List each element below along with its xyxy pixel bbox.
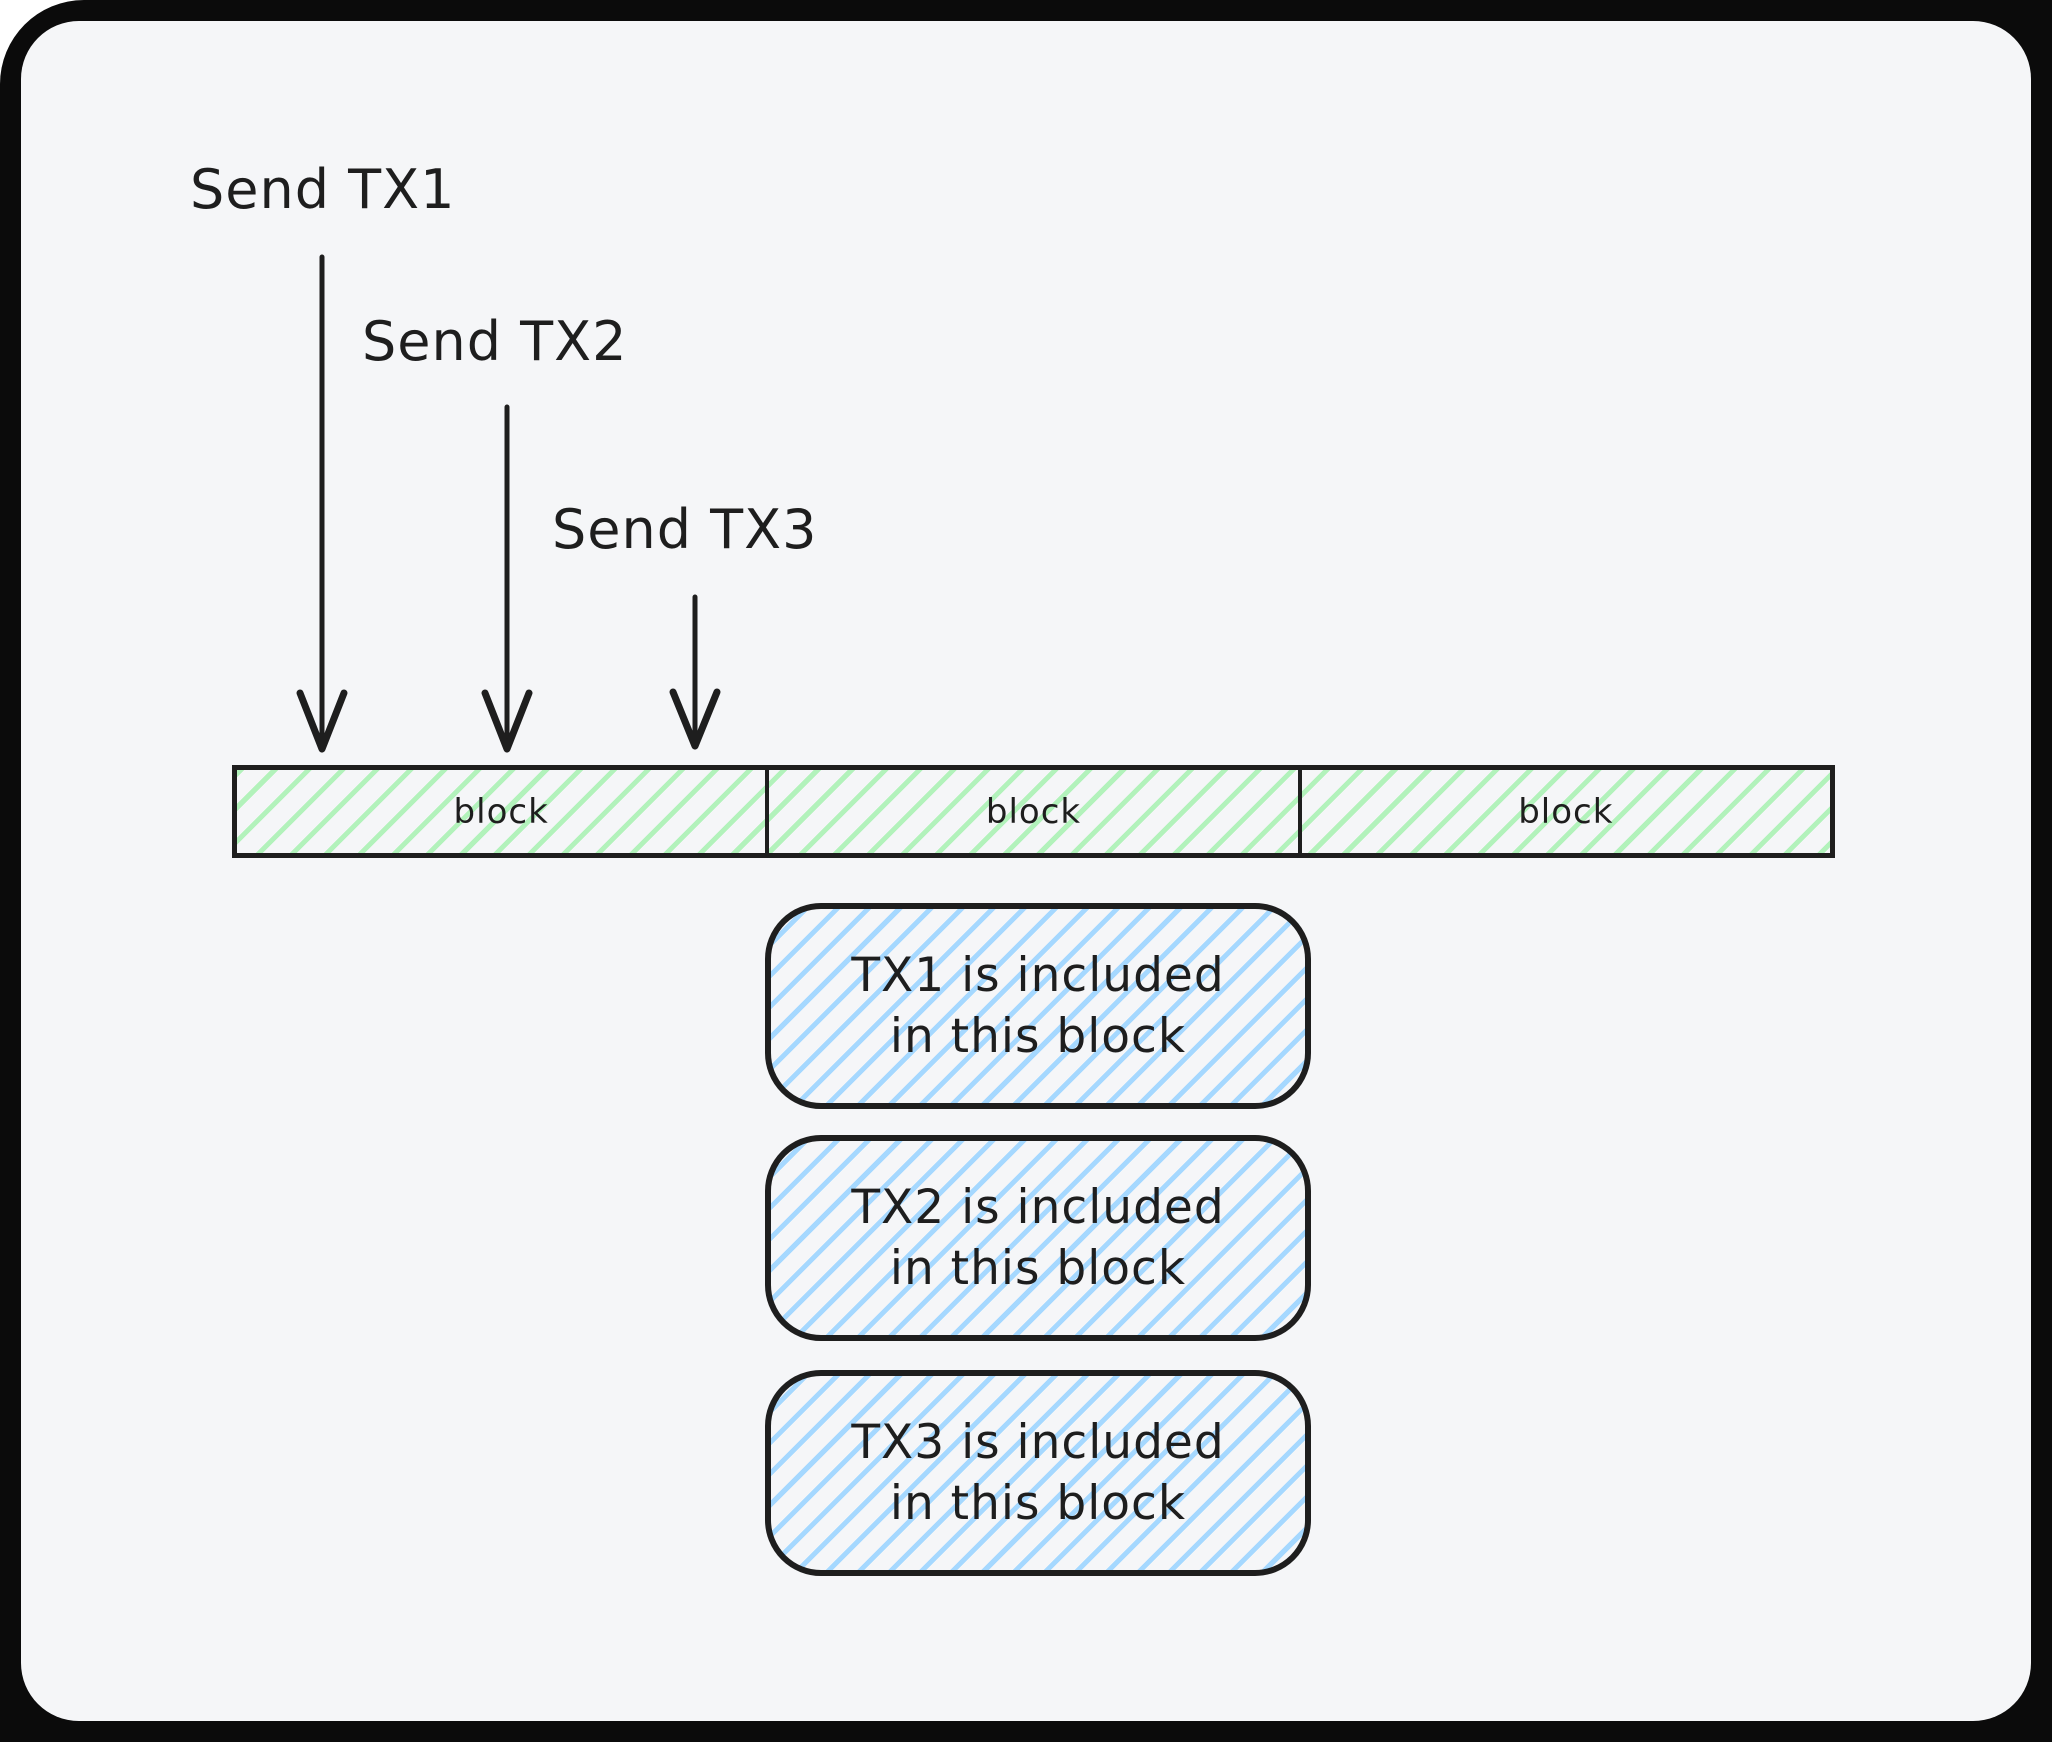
send-tx1-label: Send TX1 [190, 158, 456, 221]
block-timeline: block block block [232, 765, 1835, 858]
send-tx3-arrow-icon [669, 594, 721, 750]
callout-text-line: TX3 is included [851, 1414, 1225, 1470]
block-cell-3: block [1297, 770, 1830, 853]
callout-text-line: TX1 is included [851, 947, 1225, 1003]
tx2-included-callout: TX2 is included in this block [765, 1135, 1311, 1341]
send-tx2-arrow-icon [481, 404, 533, 753]
block-label: block [453, 791, 549, 832]
tx3-included-callout: TX3 is included in this block [765, 1370, 1311, 1576]
callout-text-line: in this block [889, 1476, 1187, 1531]
tx1-included-callout: TX1 is included in this block [765, 903, 1311, 1109]
send-tx1-arrow-icon [296, 254, 348, 753]
callout-text-line: in this block [889, 1009, 1187, 1064]
block-cell-2: block [765, 770, 1297, 853]
block-cell-1: block [237, 770, 765, 853]
callout-text-line: TX2 is included [851, 1179, 1225, 1235]
callout-text-line: in this block [889, 1241, 1187, 1296]
block-label: block [1518, 791, 1614, 832]
block-label: block [985, 791, 1082, 832]
send-tx2-label: Send TX2 [362, 310, 628, 373]
send-tx3-label: Send TX3 [552, 498, 818, 561]
